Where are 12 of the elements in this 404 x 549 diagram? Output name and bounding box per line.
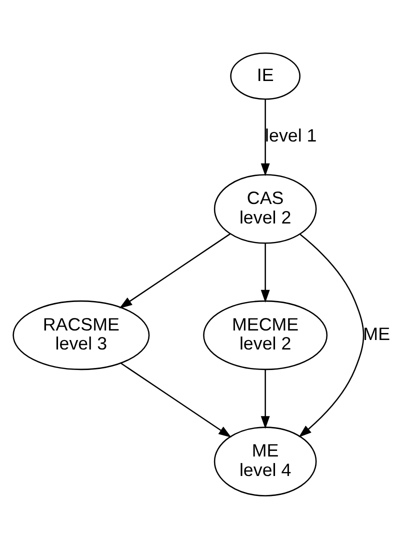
arrow — [260, 100, 270, 176]
node-ellipse: CAS level 2 — [214, 174, 317, 244]
arrow — [260, 243, 270, 303]
edge-label: level 1 — [265, 126, 317, 146]
arrow — [120, 362, 232, 438]
node-ellipse: IE — [230, 52, 300, 100]
arrow — [119, 233, 231, 308]
node-ellipse: MECME level 2 — [203, 300, 328, 370]
arrow — [298, 234, 364, 438]
arrow — [260, 370, 270, 429]
node-ellipse: RACSME level 3 — [12, 300, 150, 370]
edge-label: ME — [363, 324, 390, 344]
